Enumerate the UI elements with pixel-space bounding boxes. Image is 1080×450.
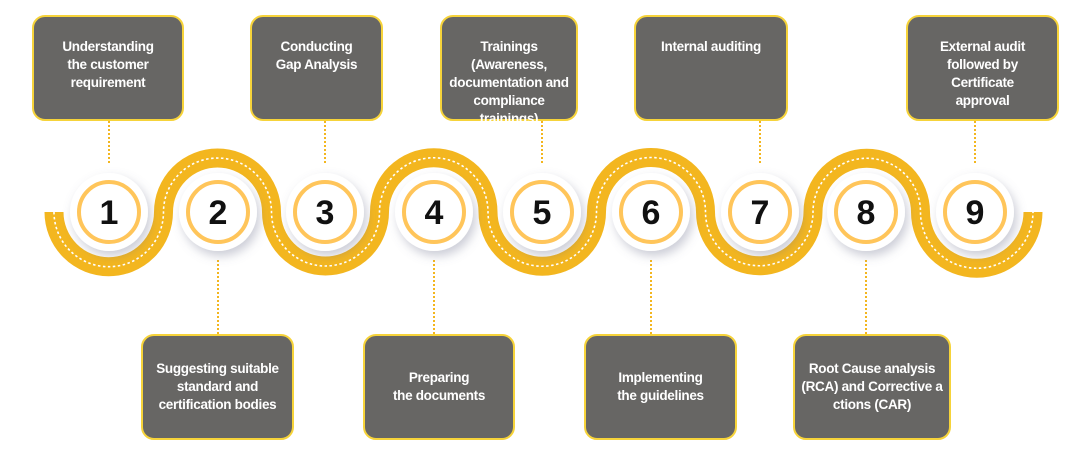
step-8-number: 8 xyxy=(857,194,876,232)
step-2-marker: 2 xyxy=(179,173,257,251)
step-4-text: Preparing the documents xyxy=(392,370,486,403)
step-6-number: 6 xyxy=(642,194,661,232)
wave-track-dashed-centerline xyxy=(53,156,1034,269)
step-7-text: Internal auditing xyxy=(661,39,761,54)
step-7-marker: 7 xyxy=(721,173,799,251)
step-2-text: Suggesting suitable standard and certifi… xyxy=(156,361,279,412)
step-3-text: Conducting Gap Analysis xyxy=(275,39,358,72)
step-1-ring xyxy=(77,180,141,244)
step-3-marker: 3 xyxy=(286,173,364,251)
step-1-text: Understanding the customer requirement xyxy=(62,39,154,90)
step-6-text: Implementing the guidelines xyxy=(617,370,704,403)
step-4-ring xyxy=(402,180,466,244)
step-7-number: 7 xyxy=(751,194,770,232)
step-6-marker: 6 xyxy=(612,173,690,251)
step-7-box: Internal auditing xyxy=(634,15,788,121)
step-8-ring xyxy=(834,180,898,244)
step-9-box: External audit followed by Certificate a… xyxy=(906,15,1059,121)
step-1-marker: 1 xyxy=(70,173,148,251)
step-6-box: Implementing the guidelines xyxy=(584,334,737,440)
step-2-number: 2 xyxy=(209,194,228,232)
step-9-ring xyxy=(943,180,1007,244)
step-5-number: 5 xyxy=(533,194,552,232)
step-2-ring xyxy=(186,180,250,244)
step-8-marker: 8 xyxy=(827,173,905,251)
step-4-marker: 4 xyxy=(395,173,473,251)
step-3-ring xyxy=(293,180,357,244)
step-5-marker: 5 xyxy=(503,173,581,251)
step-1-number: 1 xyxy=(100,194,119,232)
step-7-ring xyxy=(728,180,792,244)
step-2-box: Suggesting suitable standard and certifi… xyxy=(141,334,294,440)
step-3-number: 3 xyxy=(316,194,335,232)
step-1-box: Understanding the customer requirement xyxy=(32,15,184,121)
step-4-number: 4 xyxy=(425,194,444,232)
step-5-box: Trainings (Awareness, documentation and … xyxy=(440,15,578,126)
step-6-ring xyxy=(619,180,683,244)
step-9-text: External audit followed by Certificate a… xyxy=(939,39,1026,108)
step-4-box: Preparing the documents xyxy=(363,334,515,440)
step-5-text: Trainings (Awareness, documentation and … xyxy=(449,39,569,126)
step-3-box: Conducting Gap Analysis xyxy=(250,15,383,121)
step-9-number: 9 xyxy=(966,194,985,232)
step-9-marker: 9 xyxy=(936,173,1014,251)
step-8-text: Root Cause analysis (RCA) and Corrective… xyxy=(801,361,943,412)
step-5-ring xyxy=(510,180,574,244)
step-8-box: Root Cause analysis (RCA) and Corrective… xyxy=(793,334,951,440)
